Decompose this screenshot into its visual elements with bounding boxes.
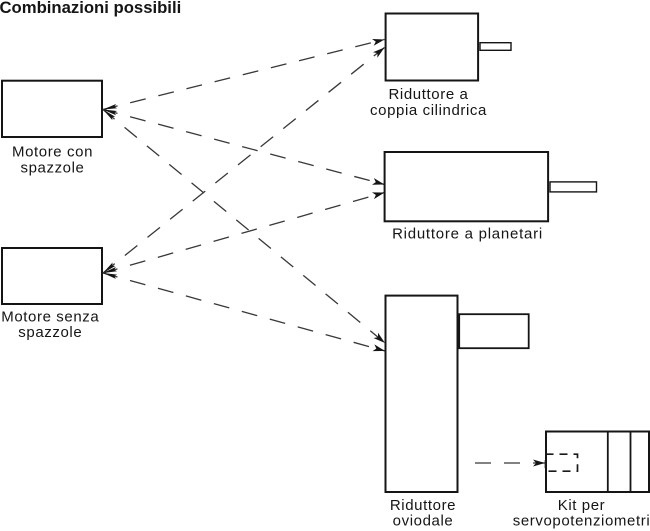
svg-text:spazzole: spazzole — [20, 159, 84, 176]
svg-text:servopotenziometri: servopotenziometri — [513, 513, 650, 530]
svg-text:Motore con: Motore con — [12, 143, 93, 160]
svg-text:Motore senza: Motore senza — [1, 308, 99, 325]
svg-text:coppia cilindrica: coppia cilindrica — [370, 102, 487, 119]
svg-text:oviodale: oviodale — [393, 512, 454, 529]
svg-text:Combinazioni possibili: Combinazioni possibili — [0, 0, 181, 17]
svg-text:Riduttore a: Riduttore a — [389, 86, 469, 103]
svg-text:spazzole: spazzole — [18, 324, 82, 341]
svg-text:Riduttore: Riduttore — [390, 497, 456, 514]
svg-text:Riduttore a planetari: Riduttore a planetari — [392, 226, 543, 243]
svg-text:Kit per: Kit per — [558, 497, 606, 514]
